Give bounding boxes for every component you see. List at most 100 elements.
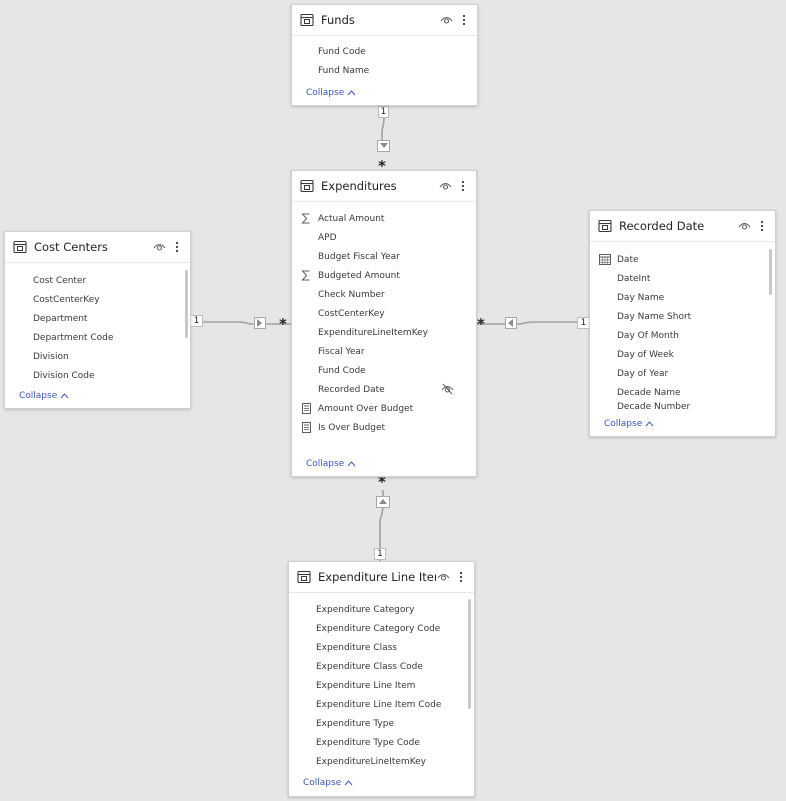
field-item[interactable]: DateInt	[590, 269, 775, 288]
field-label: ExpenditureLineItemKey	[318, 327, 429, 338]
table-icon	[13, 240, 27, 254]
table-header[interactable]: Cost Centers	[5, 232, 190, 263]
eye-icon[interactable]	[439, 13, 453, 27]
field-label: DateInt	[617, 273, 651, 284]
eye-icon[interactable]	[737, 219, 751, 233]
eye-icon[interactable]	[438, 179, 452, 193]
field-item[interactable]: Expenditure Category Code	[289, 619, 474, 638]
chevron-up-icon	[347, 90, 356, 96]
field-item[interactable]: Expenditure Category	[289, 600, 474, 619]
field-item[interactable]: Fund Code	[292, 361, 476, 380]
field-list: Fund Code Fund Name	[292, 36, 477, 80]
table-card-expenditure-line-items[interactable]: Expenditure Line Items Expenditure Categ…	[288, 561, 475, 797]
field-item[interactable]: Date	[590, 250, 775, 269]
table-card-funds[interactable]: Funds Fund Code Fund Name Collapse	[291, 4, 478, 106]
field-item[interactable]: Day of Year	[590, 364, 775, 383]
more-options-icon[interactable]	[454, 570, 468, 584]
field-list: Date DateInt Day Name Day Name Short Day…	[590, 242, 775, 421]
field-item[interactable]: CostCenterKey	[5, 290, 190, 309]
field-item[interactable]: Expenditure Class Code	[289, 657, 474, 676]
table-card-recorded-date[interactable]: Recorded Date Date DateInt Day Name Day …	[589, 210, 776, 437]
calendar-icon	[599, 254, 611, 266]
field-item[interactable]: ExpenditureLineItemKey	[292, 323, 476, 342]
blank-icon	[599, 311, 611, 323]
more-options-icon[interactable]	[457, 13, 471, 27]
field-item[interactable]: Department Code	[5, 328, 190, 347]
table-header[interactable]: Expenditures	[292, 171, 476, 202]
table-icon	[297, 570, 311, 584]
field-label: APD	[318, 232, 337, 243]
table-title: Expenditure Line Items	[318, 570, 436, 584]
more-options-icon[interactable]	[755, 219, 769, 233]
field-item[interactable]: Day Name	[590, 288, 775, 307]
eye-icon[interactable]	[152, 240, 166, 254]
field-item[interactable]: Decade Number	[590, 402, 775, 412]
field-label: Date	[617, 254, 639, 265]
table-header[interactable]: Funds	[292, 5, 477, 36]
table-title: Expenditures	[321, 179, 397, 193]
field-item[interactable]: Division	[5, 347, 190, 366]
field-label: Fund Code	[318, 365, 366, 376]
field-item[interactable]: Division Code	[5, 366, 190, 385]
rel-line-costcenters	[190, 321, 292, 325]
field-item[interactable]: Decade Name	[590, 383, 775, 402]
blank-icon	[599, 368, 611, 380]
field-item[interactable]: Recorded Date	[292, 380, 476, 399]
field-item[interactable]: Expenditure Type	[289, 714, 474, 733]
collapse-label: Collapse	[19, 391, 58, 401]
more-options-icon[interactable]	[456, 179, 470, 193]
field-label: Budget Fiscal Year	[318, 251, 400, 262]
field-item[interactable]: CostCenterKey	[292, 304, 476, 323]
field-item[interactable]: Budget Fiscal Year	[292, 247, 476, 266]
collapse-button[interactable]: Collapse	[306, 459, 356, 469]
field-item[interactable]: Amount Over Budget	[292, 399, 476, 418]
collapse-button[interactable]: Collapse	[306, 88, 356, 98]
field-item[interactable]: Fiscal Year	[292, 342, 476, 361]
eye-icon[interactable]	[436, 570, 450, 584]
table-card-cost-centers[interactable]: Cost Centers Cost Center CostCenterKey D…	[4, 231, 191, 409]
field-item[interactable]: Actual Amount	[292, 209, 476, 228]
rel-recordeddate-filter-arrow	[505, 317, 517, 329]
table-title: Cost Centers	[34, 240, 108, 254]
collapse-button[interactable]: Collapse	[604, 419, 654, 429]
field-item[interactable]: Expenditure Line Item	[289, 676, 474, 695]
scrollbar[interactable]	[185, 270, 188, 338]
field-label: Fund Name	[318, 65, 370, 76]
field-label: Fiscal Year	[318, 346, 365, 357]
table-header[interactable]: Expenditure Line Items	[289, 562, 474, 593]
rel-line-recordeddate	[476, 321, 589, 325]
collapse-button[interactable]: Collapse	[303, 778, 353, 788]
blank-icon	[298, 718, 310, 730]
field-label: Department Code	[33, 332, 114, 343]
field-item[interactable]: Fund Code	[292, 42, 477, 61]
field-label: Expenditure Type Code	[316, 737, 420, 748]
scrollbar[interactable]	[769, 249, 772, 295]
scrollbar[interactable]	[468, 599, 471, 709]
table-card-expenditures[interactable]: Expenditures Actual Amount APD Budget Fi…	[291, 170, 477, 477]
field-list: Actual Amount APD Budget Fiscal Year Bud…	[292, 202, 476, 437]
rel-funds-one: 1	[378, 106, 389, 118]
field-item[interactable]: Day of Week	[590, 345, 775, 364]
field-item[interactable]: Is Over Budget	[292, 418, 476, 437]
table-title: Recorded Date	[619, 219, 705, 233]
field-item[interactable]: APD	[292, 228, 476, 247]
field-item[interactable]: Expenditure Type Code	[289, 733, 474, 752]
field-item[interactable]: Cost Center	[5, 271, 190, 290]
field-item[interactable]: Expenditure Line Item Code	[289, 695, 474, 714]
field-item[interactable]: Budgeted Amount	[292, 266, 476, 285]
field-item[interactable]: Department	[5, 309, 190, 328]
field-item[interactable]: Day Of Month	[590, 326, 775, 345]
field-list: Cost Center CostCenterKey Department Dep…	[5, 263, 190, 385]
chevron-up-icon	[344, 780, 353, 786]
field-item[interactable]: Check Number	[292, 285, 476, 304]
table-header[interactable]: Recorded Date	[590, 211, 775, 242]
field-item[interactable]: ExpenditureLineItemKey	[289, 752, 474, 771]
collapse-button[interactable]: Collapse	[19, 391, 69, 401]
field-label: Decade Number	[617, 402, 691, 412]
hidden-eye-icon[interactable]	[441, 383, 454, 398]
field-item[interactable]: Expenditure Class	[289, 638, 474, 657]
more-options-icon[interactable]	[170, 240, 184, 254]
field-label: Budgeted Amount	[318, 270, 400, 281]
field-item[interactable]: Fund Name	[292, 61, 477, 80]
field-item[interactable]: Day Name Short	[590, 307, 775, 326]
